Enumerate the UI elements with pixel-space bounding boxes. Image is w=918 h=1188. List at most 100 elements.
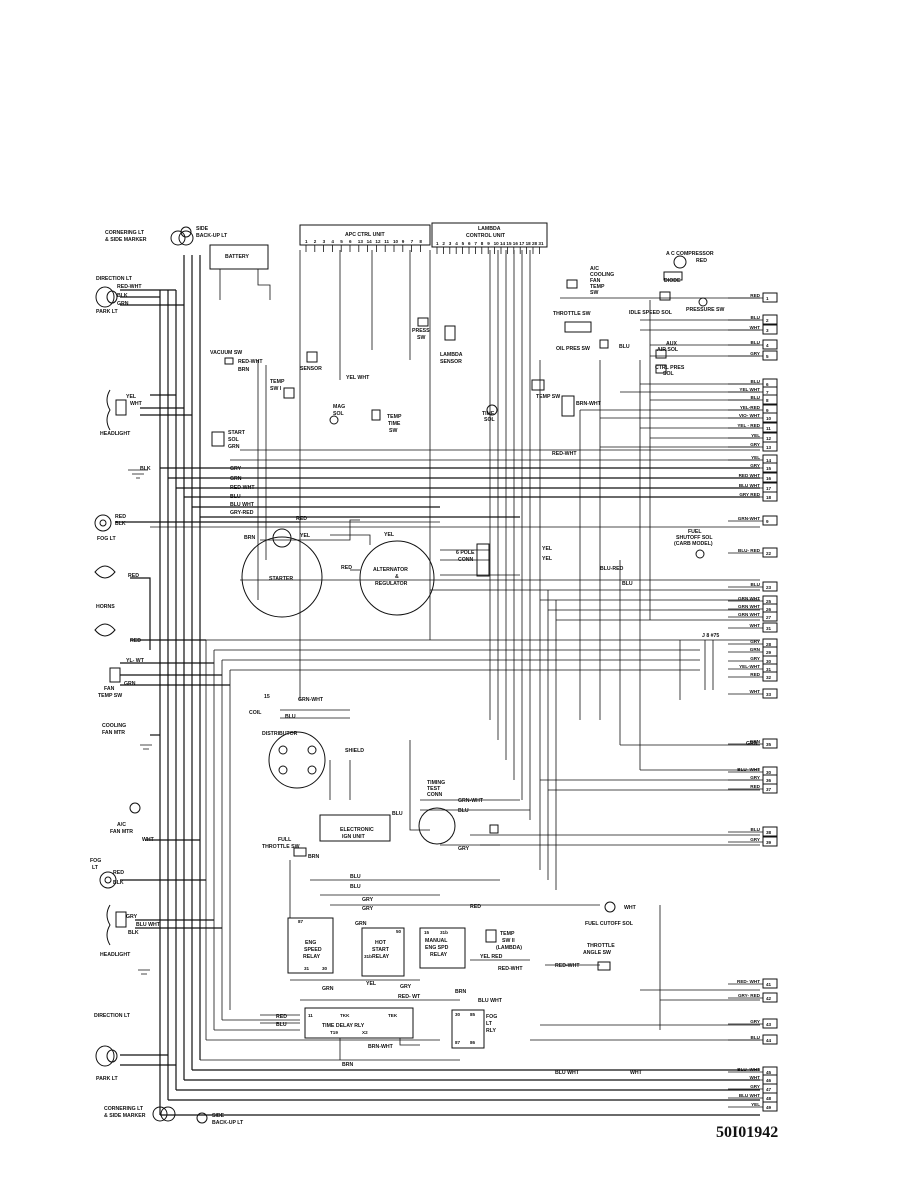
terminal-box xyxy=(762,412,778,423)
throttle-angle-sw-label-1: THROTTLE xyxy=(587,943,615,949)
terminal-wire-label: GRN WHT xyxy=(738,596,760,601)
wire-label: RED-WHT xyxy=(238,359,263,365)
hot-start-relay-label-2: START xyxy=(372,947,390,953)
terminal-wire-label: YEL-WHT xyxy=(739,664,760,669)
terminal-label: 31b xyxy=(440,930,448,935)
terminal-box xyxy=(762,1034,778,1045)
wire-label: GRY xyxy=(458,846,470,852)
electronic-ign-unit-label-1: ELECTRONIC xyxy=(340,827,374,833)
terminal-wire-label: GRY xyxy=(750,351,760,356)
time-sol-label-2: SOL xyxy=(484,417,495,423)
terminal-number: 5 xyxy=(766,354,769,359)
wire-label: RED xyxy=(341,565,352,571)
electronic-ign-unit-label-2: IGN UNIT xyxy=(342,834,366,840)
wire-label: YEL xyxy=(384,532,395,538)
terminal-number: 33 xyxy=(766,692,772,697)
oil-press-sw: OIL PRES SW BLU xyxy=(556,339,630,352)
temp-sw-ii: TEMP SW II (LAMBDA) YEL RED RED-WHT xyxy=(480,929,523,972)
wire-label: GRN xyxy=(322,986,334,992)
wire-label: BLU WHT xyxy=(136,922,161,928)
six-pole-conn-label-1: 6 POLE xyxy=(456,550,475,556)
ac-cooling-fan-temp-sw-label-4: TEMP xyxy=(590,284,605,290)
terminal-box xyxy=(762,441,778,452)
lambda-pin-label: 18 xyxy=(526,241,532,246)
terminal-number: 11 xyxy=(766,426,771,431)
terminal-wire-label: YEL xyxy=(751,433,760,438)
terminal-wire-label: GRY xyxy=(750,656,760,661)
wire-label: GRN xyxy=(355,921,367,927)
terminal-number: 18 xyxy=(766,495,772,500)
lambda-sensor: LAMBDA SENSOR xyxy=(440,325,463,365)
press-sw: PRESS SW xyxy=(412,317,430,341)
headlight-lower-label: HEADLIGHT xyxy=(100,952,131,958)
terminal-box xyxy=(762,1101,778,1112)
headlight-left-label: HEADLIGHT xyxy=(100,431,131,437)
terminal-label: 11 xyxy=(308,1013,313,1018)
temp-time-sw: TEMP TIME SW xyxy=(371,409,402,434)
terminal-label: 31 xyxy=(304,966,310,971)
wire-label: BLU WHT xyxy=(230,502,255,508)
wire-label: GRY xyxy=(230,466,242,472)
terminal-box xyxy=(762,992,778,1003)
apc-pin-label: 8 xyxy=(419,239,422,244)
time-delay-rly: TIME DELAY RLY 11 TKK TEK T19 X2 BRN-WHT xyxy=(304,1007,414,1050)
manual-eng-spd-relay-label-1: MANUAL xyxy=(425,938,448,944)
terminal-box xyxy=(762,324,778,335)
terminal-wire-label: BLU WHT xyxy=(739,1093,760,1098)
side-backup-top-label-1: SIDE xyxy=(196,226,209,232)
terminal-number: 36 xyxy=(766,778,772,783)
lambda-label-1: LAMBDA xyxy=(478,226,501,232)
manual-eng-spd-relay-label-3: RELAY xyxy=(430,952,448,958)
electronic-ign-unit: ELECTRONIC IGN UNIT BLU xyxy=(319,811,403,842)
full-throttle-sw-label-2: THROTTLE SW xyxy=(262,844,300,850)
idle-speed-sol: IDLE SPEED SOL xyxy=(629,291,673,316)
lambda-pin-label: 6 xyxy=(468,241,471,246)
wire-label: GRY xyxy=(400,984,412,990)
wire-label: YEL xyxy=(300,533,311,539)
idle-speed-sol-label: IDLE SPEED SOL xyxy=(629,310,673,316)
terminal-number: 47 xyxy=(766,1087,772,1092)
wire-label: YEL xyxy=(126,394,137,400)
terminal-wire-label: GRY xyxy=(750,775,760,780)
j8-75-junction: J 8 #75 xyxy=(702,633,719,690)
terminal-box xyxy=(762,581,778,592)
wire-label: WHT xyxy=(624,905,637,911)
terminal-box xyxy=(762,339,778,350)
cornering-lt-bottom-label-1: CORNERING LT xyxy=(104,1106,144,1112)
wire-label: BRN xyxy=(308,854,319,860)
apc-pin-label: 9 xyxy=(402,239,405,244)
terminal-box xyxy=(762,422,778,433)
vacuum-sw: VACUUM SW RED-WHT BRN xyxy=(210,350,263,373)
fog-lamp-left: FOG LT RED BLK xyxy=(94,514,126,542)
coil-label: COIL xyxy=(249,710,262,716)
terminal-label: 87 xyxy=(455,1040,461,1045)
terminal-number: 46 xyxy=(766,1078,772,1083)
temp-sw-1-label-a: TEMP xyxy=(270,379,285,385)
headlight-left: HEADLIGHT YEL WHT BLK xyxy=(100,389,151,479)
wire-label: RED-WHT xyxy=(230,485,255,491)
terminal-wire-label: BLU xyxy=(751,827,761,832)
fog-lt-lower-label-2: LT xyxy=(92,865,99,871)
wire-label: WHT xyxy=(630,1070,643,1076)
terminal-wire-label: BLU xyxy=(751,1035,761,1040)
terminal-label: 31b xyxy=(364,954,372,959)
wire-label: YEL xyxy=(366,981,377,987)
hot-start-relay-label-3: RELAY xyxy=(372,954,390,960)
start-sol-label-1: START xyxy=(228,430,246,436)
terminal-wire-label: RED xyxy=(750,784,760,789)
wire-label: RED xyxy=(130,638,141,644)
terminal-wire-label: WHT xyxy=(750,689,761,694)
terminal-number: 6 xyxy=(766,382,769,387)
pressure-sw-label: PRESSURE SW xyxy=(686,307,724,313)
terminal-wire-label: BLU xyxy=(751,395,761,400)
terminal-wire-label: RED WHT xyxy=(739,473,761,478)
terminal-wire-label: GRN WHT xyxy=(738,604,760,609)
